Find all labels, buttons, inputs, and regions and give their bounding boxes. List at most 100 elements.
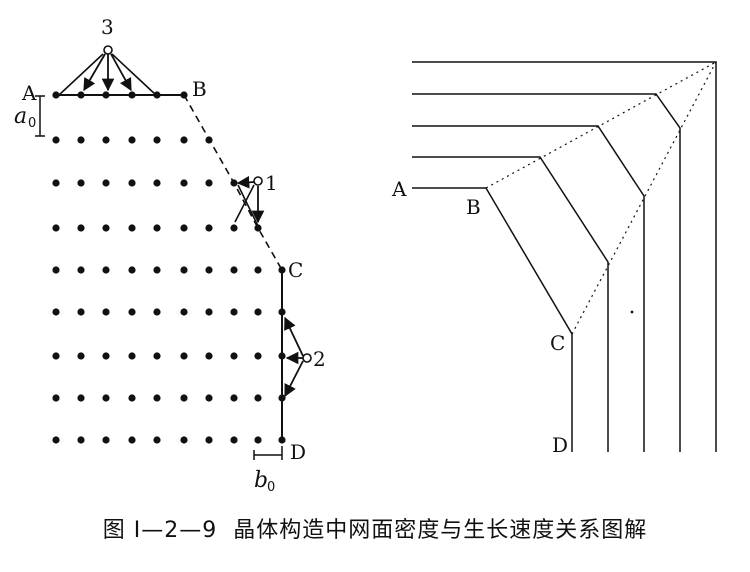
convergence-line-top: [485, 61, 717, 189]
lattice-point: [153, 436, 161, 444]
site-3-arrows: 3: [58, 15, 157, 96]
site-2-arrows: 2: [284, 316, 326, 398]
lattice-point: [180, 436, 188, 444]
crystal-lattice-figure: a 0 b 0 3 1: [14, 15, 326, 495]
lattice-point: [52, 136, 60, 144]
lattice-point: [153, 224, 161, 232]
lattice-point: [128, 352, 136, 360]
label-A-left: A: [21, 81, 37, 105]
lattice-point: [128, 136, 136, 144]
lattice-point: [153, 266, 161, 274]
lattice-point: [102, 436, 110, 444]
lattice-points: [52, 91, 286, 444]
lattice-point: [180, 224, 188, 232]
a0-subscript: 0: [28, 116, 36, 131]
b0-dimension: b 0: [253, 446, 283, 495]
lattice-point: [102, 394, 110, 402]
site-2-marker: [302, 353, 312, 363]
lattice-point: [205, 352, 213, 360]
lattice-point: [230, 224, 238, 232]
lattice-point: [77, 308, 85, 316]
lattice-point: [153, 394, 161, 402]
lattice-point: [254, 266, 262, 274]
lattice-point: [205, 179, 213, 187]
lattice-point: [77, 136, 85, 144]
label-C-left: C: [288, 258, 303, 282]
lattice-point: [180, 394, 188, 402]
lattice-point: [205, 308, 213, 316]
lattice-point: [77, 436, 85, 444]
label-C-right: C: [550, 331, 565, 355]
growth-stages-figure: A B C D: [391, 61, 717, 457]
lattice-point: [102, 308, 110, 316]
lattice-point: [77, 266, 85, 274]
lattice-point: [230, 394, 238, 402]
lattice-point: [77, 394, 85, 402]
growth-outline-stage-1: [412, 156, 609, 452]
lattice-point: [128, 436, 136, 444]
lattice-point: [205, 266, 213, 274]
lattice-point: [180, 136, 188, 144]
lattice-point: [128, 266, 136, 274]
site-1-marker: [253, 176, 263, 186]
site-3-marker: [103, 45, 113, 55]
growth-outline-stage-0: [412, 187, 573, 452]
lattice-point: [254, 394, 262, 402]
lattice-point: [102, 352, 110, 360]
lattice-point: [52, 308, 60, 316]
lattice-point: [153, 352, 161, 360]
a0-dimension: a 0: [14, 95, 45, 137]
lattice-point: [180, 266, 188, 274]
label-B-left: B: [192, 77, 207, 101]
lattice-point: [230, 436, 238, 444]
figure-caption: 图 Ⅰ—2—9 晶体构造中网面密度与生长速度关系图解: [102, 518, 648, 543]
lattice-point: [52, 179, 60, 187]
lattice-point: [128, 179, 136, 187]
label-3: 3: [101, 15, 114, 39]
lattice-point: [205, 436, 213, 444]
lattice-point: [128, 308, 136, 316]
label-2: 2: [313, 347, 326, 371]
lattice-point: [102, 224, 110, 232]
lattice-point: [77, 179, 85, 187]
lattice-point: [180, 179, 188, 187]
lattice-point: [128, 394, 136, 402]
lattice-point: [205, 224, 213, 232]
lattice-point: [52, 394, 60, 402]
lattice-point: [254, 308, 262, 316]
growth-outline-stage-4: [412, 61, 717, 452]
lattice-point: [52, 352, 60, 360]
lattice-point: [180, 308, 188, 316]
face-bc-dashed-line: [183, 94, 283, 271]
label-B-right: B: [466, 195, 481, 219]
lattice-point: [153, 136, 161, 144]
lattice-point: [52, 436, 60, 444]
lattice-point: [254, 352, 262, 360]
lattice-point: [180, 352, 188, 360]
lattice-point: [77, 352, 85, 360]
lattice-point: [230, 308, 238, 316]
growth-outline-stage-3: [412, 93, 681, 452]
lattice-point: [102, 179, 110, 187]
lattice-point: [254, 436, 262, 444]
growth-outline-stage-2: [412, 125, 645, 452]
lattice-point: [102, 136, 110, 144]
lattice-point: [153, 308, 161, 316]
b0-subscript: 0: [267, 480, 275, 495]
lattice-point: [230, 352, 238, 360]
site-1-arrows: 1: [234, 171, 278, 227]
label-1: 1: [265, 171, 278, 195]
a0-symbol: a: [14, 104, 27, 129]
lattice-point: [52, 266, 60, 274]
lattice-point: [128, 224, 136, 232]
label-D-left: D: [290, 440, 306, 464]
lattice-point: [52, 224, 60, 232]
label-A-right: A: [391, 177, 407, 201]
lattice-point: [205, 394, 213, 402]
stray-dot: [630, 310, 634, 314]
b0-symbol: b: [254, 468, 268, 493]
lattice-point: [230, 266, 238, 274]
lattice-point: [77, 224, 85, 232]
lattice-point: [102, 266, 110, 274]
